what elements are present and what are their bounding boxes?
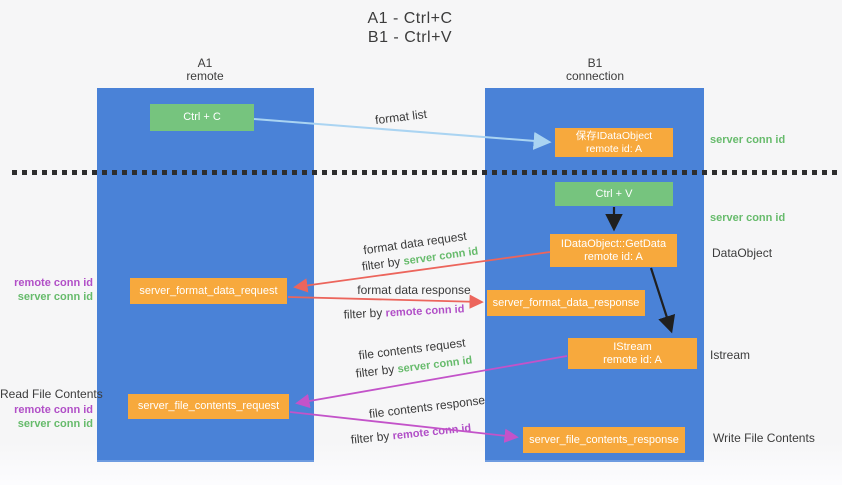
node-server-file-contents-response-label: server_file_contents_response <box>529 433 679 446</box>
lane-b1-name: B1 <box>587 56 603 70</box>
lane-header-b1: B1 connection <box>535 57 655 83</box>
flow-label-filter-remote-conn-id-2: filter by remote conn id <box>350 420 472 448</box>
annotation-write-file-contents: Write File Contents <box>713 431 815 445</box>
node-idataobject-getdata: IDataObject::GetData remote id: A <box>550 234 677 267</box>
lane-a1-name: A1 <box>197 56 213 70</box>
node-save-idataobject: 保存IDataObject remote id: A <box>555 128 673 157</box>
annotation-dataobject: DataObject <box>712 246 773 260</box>
node-server-file-contents-request-label: server_file_contents_request <box>137 400 280 412</box>
node-ctrl-c: Ctrl + C <box>150 104 254 131</box>
node-ctrl-v: Ctrl + V <box>555 182 673 206</box>
filter-prefix-2: filter by <box>343 305 386 322</box>
node-istream-line1: IStream <box>613 340 652 353</box>
node-server-file-contents-request: server_file_contents_request <box>128 394 289 419</box>
node-getdata-line1: IDataObject::GetData <box>560 237 667 250</box>
annotation-format-conn-ids: remote conn id server conn id <box>0 276 93 304</box>
flow-label-format-list: format list <box>374 106 428 128</box>
annotation-file-server-conn-id: server conn id <box>17 418 93 430</box>
annotation-server-conn-id-top: server conn id <box>710 134 786 146</box>
annotation-format-remote-conn-id: remote conn id <box>14 277 93 289</box>
flow-label-format-data-response: format data response <box>357 283 471 297</box>
flow-label-filter-remote-conn-id-1: filter by remote conn id <box>343 301 464 322</box>
node-save-idataobject-line2: remote id: A <box>585 142 643 155</box>
node-ctrl-c-label: Ctrl + C <box>183 111 221 123</box>
filter-remote-conn-id-2: remote conn id <box>392 422 472 443</box>
dashed-separator <box>12 170 842 175</box>
node-server-format-data-response-label: server_format_data_response <box>492 296 640 309</box>
node-istream: IStream remote id: A <box>568 338 697 369</box>
filter-server-conn-id-2: server conn id <box>396 354 473 376</box>
annotation-server-conn-id-mid: server conn id <box>710 212 786 224</box>
annotation-istream: Istream <box>710 348 751 362</box>
node-server-format-data-response: server_format_data_response <box>487 290 645 316</box>
filter-prefix-3: filter by <box>354 361 399 381</box>
flow-label-file-contents-response: file contents response <box>368 392 486 422</box>
node-istream-line2: remote id: A <box>603 353 662 366</box>
lane-b1-subtitle: connection <box>565 69 625 83</box>
filter-remote-conn-id-1: remote conn id <box>385 303 465 320</box>
filter-prefix-4: filter by <box>350 428 394 447</box>
annotation-read-file-contents-group: Read File Contents remote conn id server… <box>0 387 103 431</box>
node-server-format-data-request-label: server_format_data_request <box>139 284 278 297</box>
node-server-file-contents-response: server_file_contents_response <box>523 427 685 453</box>
diagram-title: A1 - Ctrl+C B1 - Ctrl+V <box>310 9 510 47</box>
node-server-format-data-request: server_format_data_request <box>130 278 287 304</box>
filter-prefix-1: filter by <box>360 253 405 274</box>
node-ctrl-v-label: Ctrl + V <box>595 187 633 200</box>
annotation-format-server-conn-id: server conn id <box>17 291 93 303</box>
annotation-file-remote-conn-id: remote conn id <box>14 404 93 416</box>
lane-header-a1: A1 remote <box>145 57 265 83</box>
node-save-idataobject-line1: 保存IDataObject <box>575 129 653 142</box>
annotation-read-file-contents: Read File Contents <box>0 387 103 401</box>
node-getdata-line2: remote id: A <box>584 250 643 263</box>
lane-a1-subtitle: remote <box>186 69 224 83</box>
title-line-a1: A1 - Ctrl+C <box>367 10 453 27</box>
title-line-b1: B1 - Ctrl+V <box>367 29 453 46</box>
